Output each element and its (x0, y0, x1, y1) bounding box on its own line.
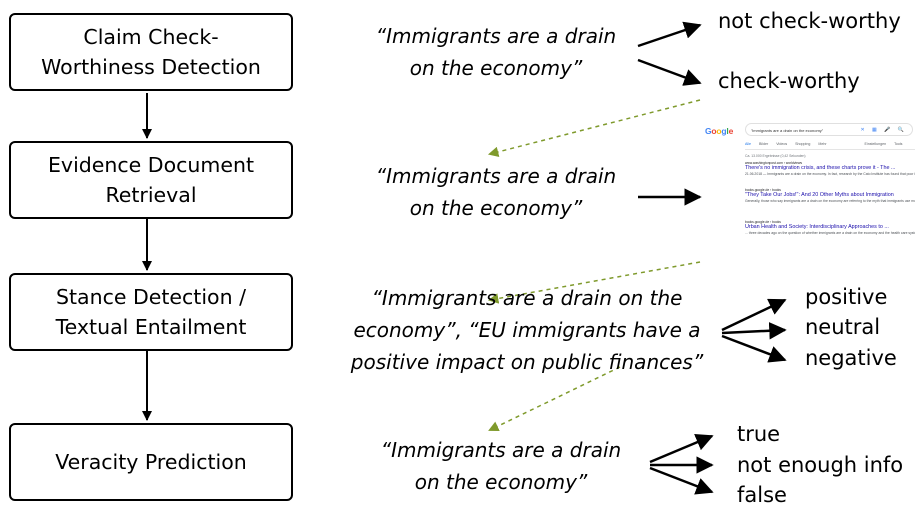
search-query-bar: "immigrants are a drain on the economy" … (745, 123, 913, 136)
claim-text-stance: “Immigrants are a drain on the economy”,… (350, 286, 704, 374)
result-title: There's no immigration crisis, and these… (745, 165, 896, 171)
label-neutral: neutral (805, 315, 881, 339)
claim-text-retrieval: “Immigrants are a drain on the economy” (375, 164, 617, 220)
result-title: "They Take Our Jobs!": And 20 Other Myth… (745, 192, 894, 198)
label-not-enough-info: not enough info (737, 453, 904, 477)
result-url: books.google.de › books (745, 220, 781, 224)
tab-all: Alle (745, 142, 751, 146)
search-tabs: Alle Bilder Videos Shopping Mehr Einstel… (745, 142, 915, 146)
tab-settings: Einstellungen (864, 142, 887, 146)
tab-more: Mehr (818, 142, 827, 146)
claim-text-veracity: “Immigrants are a drain on the economy” (380, 438, 622, 494)
search-results-screenshot: Google "immigrants are a drain on the ec… (705, 120, 915, 265)
label-false: false (737, 483, 787, 507)
search-result-1: www.washingtonpost.com › worldviews Ther… (745, 161, 915, 177)
tab-videos: Videos (776, 142, 788, 146)
search-result-2: books.google.de › books "They Take Our J… (745, 188, 915, 204)
tab-images: Bilder (759, 142, 769, 146)
outcome-arrow-positive (721, 298, 787, 332)
label-not-checkworthy: not check-worthy (718, 9, 901, 33)
result-snippet: Generally, those who say immigrants are … (745, 199, 915, 203)
result-url: www.washingtonpost.com › worldviews (745, 161, 802, 165)
outcome-arrow-true (649, 434, 714, 464)
result-title: Urban Health and Society: Interdisciplin… (745, 224, 889, 230)
outcome-arrow-not-checkworthy (637, 21, 702, 48)
tab-divider (745, 149, 915, 150)
result-url: books.google.de › books (745, 188, 781, 192)
tab-shopping: Shopping (795, 142, 811, 146)
dashed-flow-arrow-2 (487, 261, 701, 304)
result-snippet: ... three decades ago on the question of… (745, 231, 915, 235)
step-evidence-retrieval: Evidence Document Retrieval (9, 141, 293, 219)
outcome-arrow-negative (721, 334, 787, 363)
label-checkworthy: check-worthy (718, 69, 860, 93)
label-true: true (737, 422, 781, 446)
label-positive: positive (805, 285, 888, 309)
search-bar-icons: ✕ ▦ 🎤 🔍 (860, 127, 907, 133)
search-result-3: books.google.de › books Urban Health and… (745, 220, 915, 236)
outcome-arrow-false (649, 466, 714, 495)
label-negative: negative (805, 346, 897, 370)
result-count: Ca. 13.000 Ergebnisse (0,42 Sekunden) (745, 154, 806, 158)
claim-text-checkworthy: “Immigrants are a drain on the economy” (375, 24, 617, 80)
tab-tools: Tools (894, 142, 903, 146)
dashed-flow-arrow-3 (488, 366, 621, 432)
outcome-arrow-checkworthy (637, 58, 702, 86)
step-veracity-prediction: Veracity Prediction (9, 423, 293, 501)
result-snippet: 21.06.2018 — Immigrants are a drain on t… (745, 172, 915, 176)
step-checkworthiness: Claim Check- Worthiness Detection (9, 13, 293, 91)
search-query-text: "immigrants are a drain on the economy" (751, 128, 824, 133)
outcome-arrow-neutral (721, 322, 787, 340)
dashed-flow-arrow-1 (487, 99, 701, 157)
step-stance-detection: Stance Detection / Textual Entailment (9, 273, 293, 351)
search-engine-logo: Google (705, 126, 734, 136)
